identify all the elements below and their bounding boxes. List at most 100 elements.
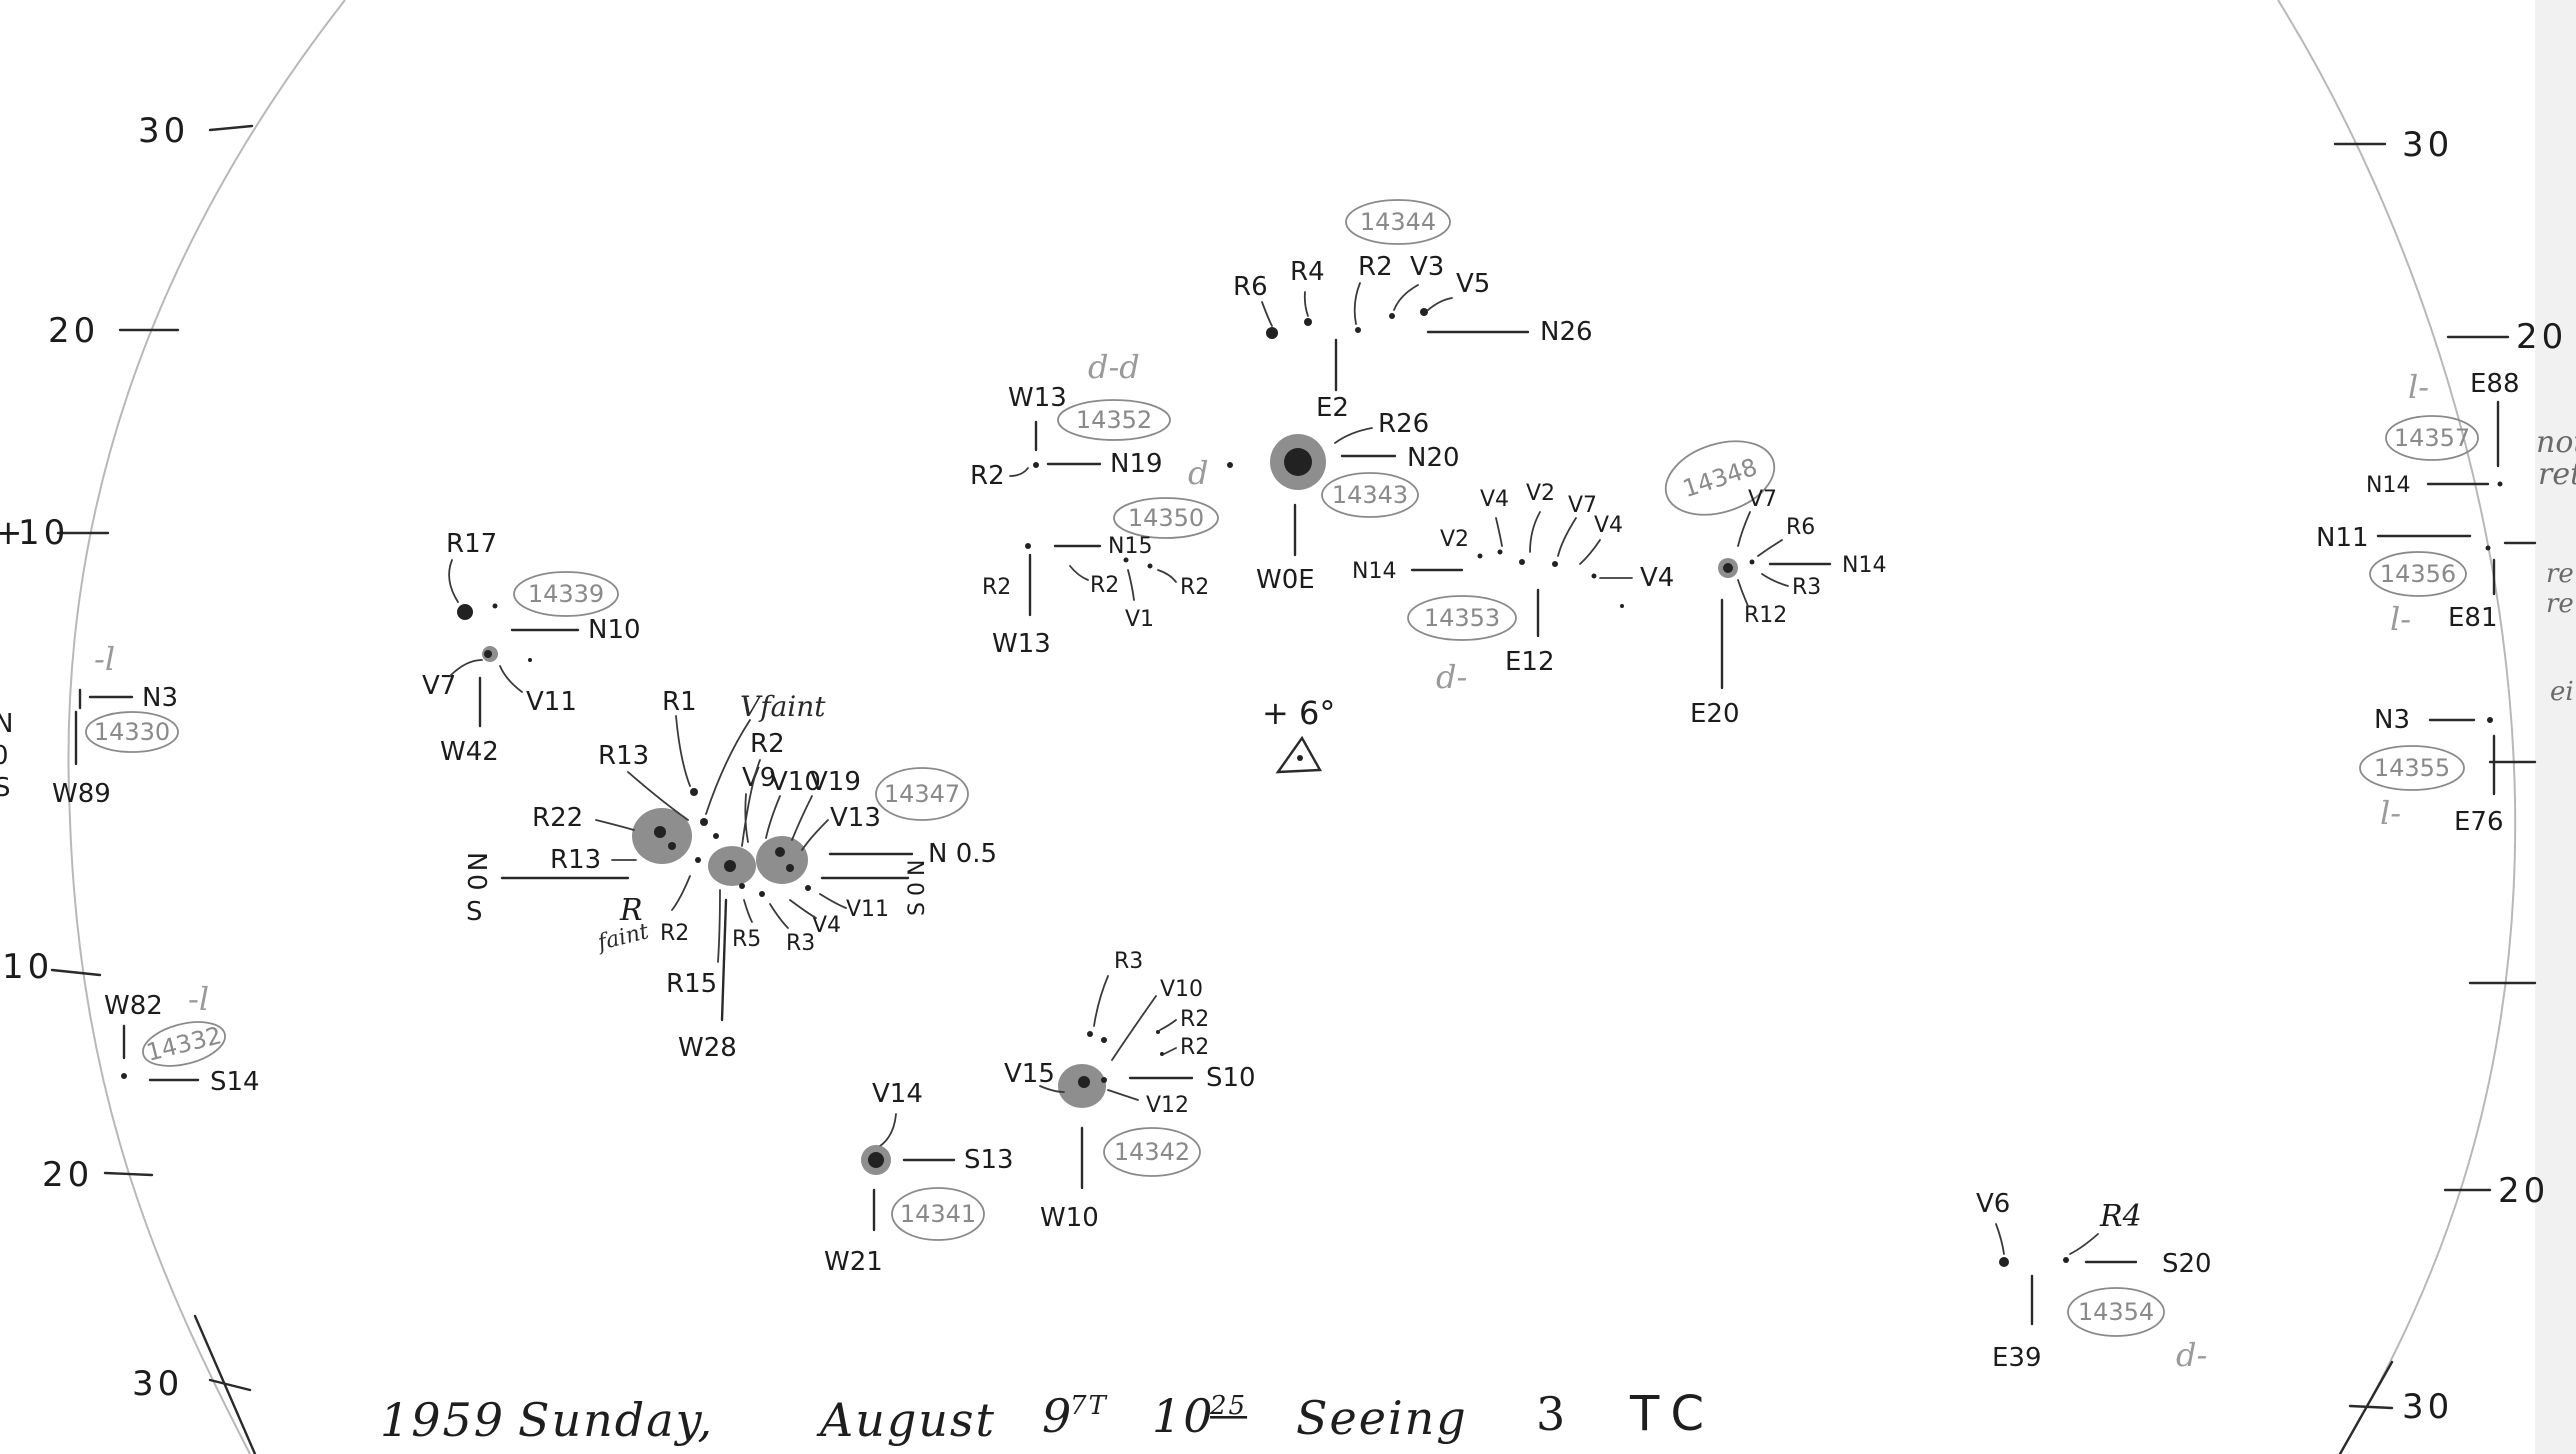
pointer-line bbox=[1995, 1223, 2005, 1255]
group-14344: 14344 R6 R4 R2 V3 V5 N26 E2 bbox=[1233, 199, 1593, 423]
footer-observer: TC bbox=[1629, 1386, 1718, 1442]
group-14355-class: l- bbox=[2380, 794, 2401, 832]
spot-label: R2 bbox=[1090, 573, 1119, 598]
group-14353-lon: E12 bbox=[1505, 647, 1555, 677]
spot-label: V7 bbox=[1748, 487, 1777, 512]
pointer-line bbox=[1261, 282, 1453, 327]
spot-label: V4 bbox=[1594, 513, 1623, 538]
spot-label: V12 bbox=[1146, 1093, 1189, 1118]
group-14357-number: 14357 bbox=[2394, 424, 2470, 452]
limb-right bbox=[2277, 0, 2517, 1454]
sunspot bbox=[1147, 563, 1153, 569]
sunspot bbox=[484, 650, 492, 658]
group-14354-lat: S20 bbox=[2162, 1249, 2212, 1279]
group-number-circle bbox=[891, 1187, 985, 1241]
sunspot bbox=[1723, 563, 1733, 573]
scale-right-30-top: 30 bbox=[2402, 125, 2453, 165]
group-14339-lat: N10 bbox=[588, 615, 641, 645]
group-number-circle bbox=[2359, 745, 2465, 791]
group-14332-number: 14332 bbox=[144, 1021, 225, 1067]
scale-left-30-top: 30 bbox=[138, 111, 189, 151]
sunspot bbox=[1087, 1031, 1093, 1037]
sunspot bbox=[1123, 557, 1129, 563]
spot-label: N bbox=[905, 860, 930, 876]
sunspot bbox=[1620, 604, 1624, 608]
group-14332-class: -l bbox=[188, 980, 209, 1018]
spot-label: R3 bbox=[1114, 949, 1143, 974]
pointer-line bbox=[103, 1171, 154, 1177]
pointer-line bbox=[595, 715, 847, 963]
spot-label: R2 bbox=[660, 921, 689, 946]
group-14339: R17 14339 N10 V7 V11 W42 bbox=[422, 529, 641, 767]
group-14356-class: l- bbox=[2390, 600, 2411, 638]
spot-label: R1 bbox=[662, 687, 697, 717]
group-14354-number: 14354 bbox=[2078, 1298, 2154, 1326]
spot-label: R26 bbox=[1378, 409, 1429, 439]
spot-label: V10 bbox=[1160, 977, 1203, 1002]
spot-label: R2 bbox=[1180, 1035, 1209, 1060]
spot-label: 0 bbox=[461, 874, 491, 891]
scale-right-30-bottom: 30 bbox=[2402, 1387, 2453, 1427]
spot-label: R22 bbox=[532, 803, 583, 833]
scale-left: 30 20 + 10 10 20 30 bbox=[0, 111, 257, 1454]
footer-date-sup: 7T bbox=[1070, 1391, 1108, 1421]
group-number-circle bbox=[2369, 551, 2467, 597]
spot-label: V3 bbox=[1410, 252, 1444, 282]
sunspot bbox=[775, 847, 785, 857]
spot-label: ei bbox=[2550, 677, 2574, 707]
scale-left-20-top: 20 bbox=[48, 311, 99, 351]
spot-label: V2 bbox=[1440, 527, 1469, 552]
group-14339-number: 14339 bbox=[528, 580, 604, 608]
group-14356-lon: E81 bbox=[2448, 603, 2498, 633]
spot-label: R2 bbox=[750, 729, 785, 759]
sunspot bbox=[1160, 1052, 1164, 1056]
spot-label: V6 bbox=[1976, 1189, 2010, 1219]
pointer-line bbox=[1334, 427, 1373, 444]
group-14353-class: d- bbox=[1436, 658, 1467, 696]
group-14356-lat: N11 bbox=[2316, 523, 2369, 553]
pointer-line bbox=[2069, 1233, 2099, 1255]
spot-label: N bbox=[461, 852, 491, 871]
sunspot bbox=[1227, 462, 1233, 468]
group-14350: d 14350 N15 R2 R2 R2 V1 W13 bbox=[982, 454, 1233, 659]
spot-label: R4 bbox=[1290, 257, 1325, 287]
spot-label: R5 bbox=[732, 927, 761, 952]
group-14343: R26 N20 14343 W0E bbox=[1256, 409, 1460, 595]
sunspot bbox=[739, 883, 745, 889]
group-number-circle bbox=[1321, 472, 1419, 518]
group-number-circle bbox=[1057, 399, 1171, 441]
pointer-line bbox=[2348, 1404, 2394, 1410]
margin-notes: not ret re re ei bbox=[2536, 425, 2576, 707]
scale-right-20-top: 20 bbox=[2516, 317, 2567, 357]
group-14350-lat: N15 bbox=[1108, 534, 1152, 559]
group-14342-lon: W10 bbox=[1040, 1203, 1099, 1233]
pointer-line bbox=[193, 1314, 257, 1454]
group-14347-lon: W28 bbox=[678, 1033, 737, 1063]
orientation-marker: + 6° bbox=[1262, 694, 1335, 774]
sunspot bbox=[492, 603, 498, 609]
group-14355-lon: E76 bbox=[2454, 807, 2504, 837]
spot-label: R2 bbox=[1180, 575, 1209, 600]
group-14350-lon: W13 bbox=[992, 629, 1051, 659]
sunspot bbox=[2497, 481, 2503, 487]
spot-label: re bbox=[2546, 559, 2574, 589]
spot-label: R2 bbox=[982, 575, 1011, 600]
sunspot bbox=[1420, 308, 1428, 316]
group-14356: N11 14356 l- E81 bbox=[2316, 523, 2498, 638]
paper-edge bbox=[2535, 0, 2576, 1454]
sunspot bbox=[457, 604, 473, 620]
group-number-circle bbox=[513, 571, 619, 617]
sunspot bbox=[2485, 545, 2491, 551]
sunspot bbox=[1389, 313, 1395, 319]
spot-label: V10 bbox=[770, 767, 821, 797]
scale-left-10-top: 10 bbox=[18, 513, 69, 553]
spot-label: S bbox=[905, 902, 930, 916]
pointer-line bbox=[1737, 511, 1789, 607]
sunspot bbox=[1033, 462, 1039, 468]
group-14339-lon: W42 bbox=[440, 737, 499, 767]
group-14330-lon: W89 bbox=[52, 779, 111, 809]
group-14357-lat: N14 bbox=[2366, 473, 2410, 498]
group-14348: 14348 V7 R6 R3 R12 N14 E20 bbox=[1664, 440, 1886, 729]
